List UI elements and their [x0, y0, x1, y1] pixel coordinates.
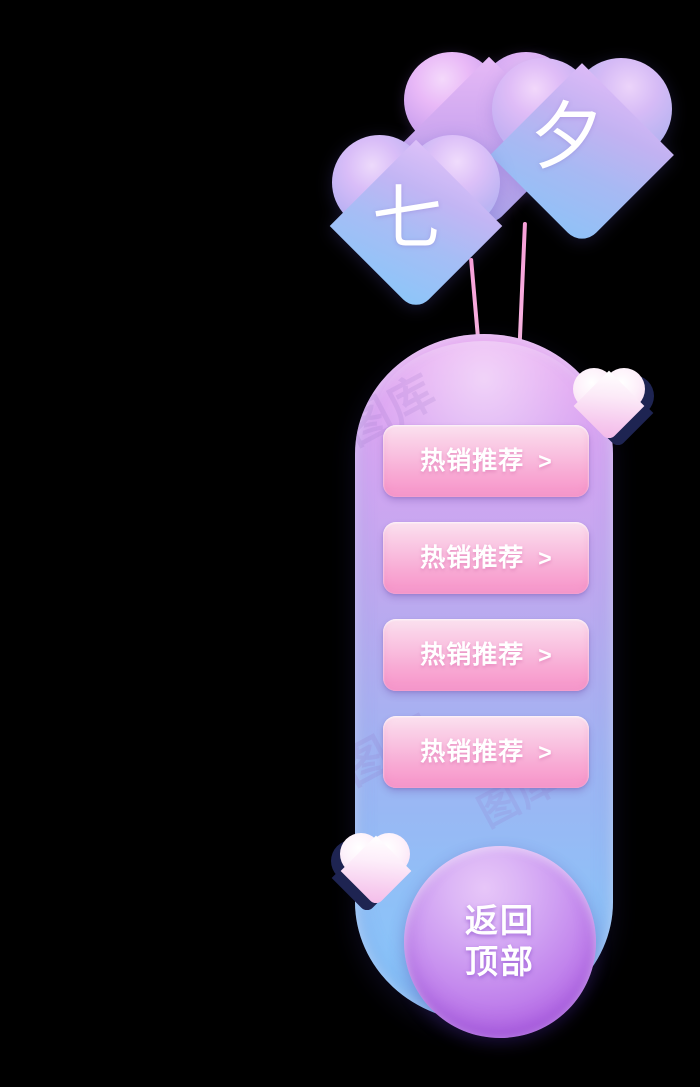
chevron-right-icon: >: [538, 641, 552, 668]
balloon-heart-xi: 夕: [490, 58, 674, 247]
chevron-right-icon: >: [538, 738, 552, 765]
balloon-body: [490, 63, 674, 247]
balloon-string-right: [517, 221, 527, 344]
balloon-lobe-left: [492, 58, 594, 160]
chevron-right-icon: >: [538, 447, 552, 474]
chevron-right-icon: >: [538, 544, 552, 571]
menu-item-hot-sales-2[interactable]: 热销推荐 >: [383, 522, 589, 594]
balloon-lobe-left: [404, 52, 500, 148]
balloon-body: [329, 139, 503, 313]
balloon-lobe-right: [478, 52, 574, 148]
menu-item-hot-sales-3[interactable]: 热销推荐 >: [383, 619, 589, 691]
balloon-glyph-qi: 七: [372, 179, 442, 257]
back-to-top-button[interactable]: 返回 顶部: [404, 846, 596, 1038]
balloon-group: 夕 七: [0, 0, 700, 360]
balloon-lobe-right: [570, 58, 672, 160]
balloon-lobe-right: [405, 135, 500, 230]
menu-item-label: 热销推荐: [420, 737, 525, 766]
menu-item-hot-sales-1[interactable]: 热销推荐 >: [383, 425, 589, 497]
balloon-glyph-xi: 夕: [530, 95, 604, 178]
menu-item-hot-sales-4[interactable]: 热销推荐 >: [383, 716, 589, 788]
balloon-heart-qi: 七: [329, 135, 503, 313]
menu-item-label: 热销推荐: [420, 640, 525, 669]
menu-item-label: 热销推荐: [420, 543, 525, 572]
back-to-top-line-1: 返回: [465, 902, 535, 940]
balloon-string-left: [469, 257, 481, 346]
back-to-top-line-2: 顶部: [465, 943, 535, 980]
balloon-lobe-left: [332, 135, 427, 230]
menu-item-label: 热销推荐: [420, 446, 525, 475]
balloon-body: [402, 56, 576, 230]
balloon-heart-plain: [402, 52, 576, 230]
menu-button-list: 热销推荐 > 热销推荐 > 热销推荐 > 热销推荐 >: [383, 425, 589, 788]
